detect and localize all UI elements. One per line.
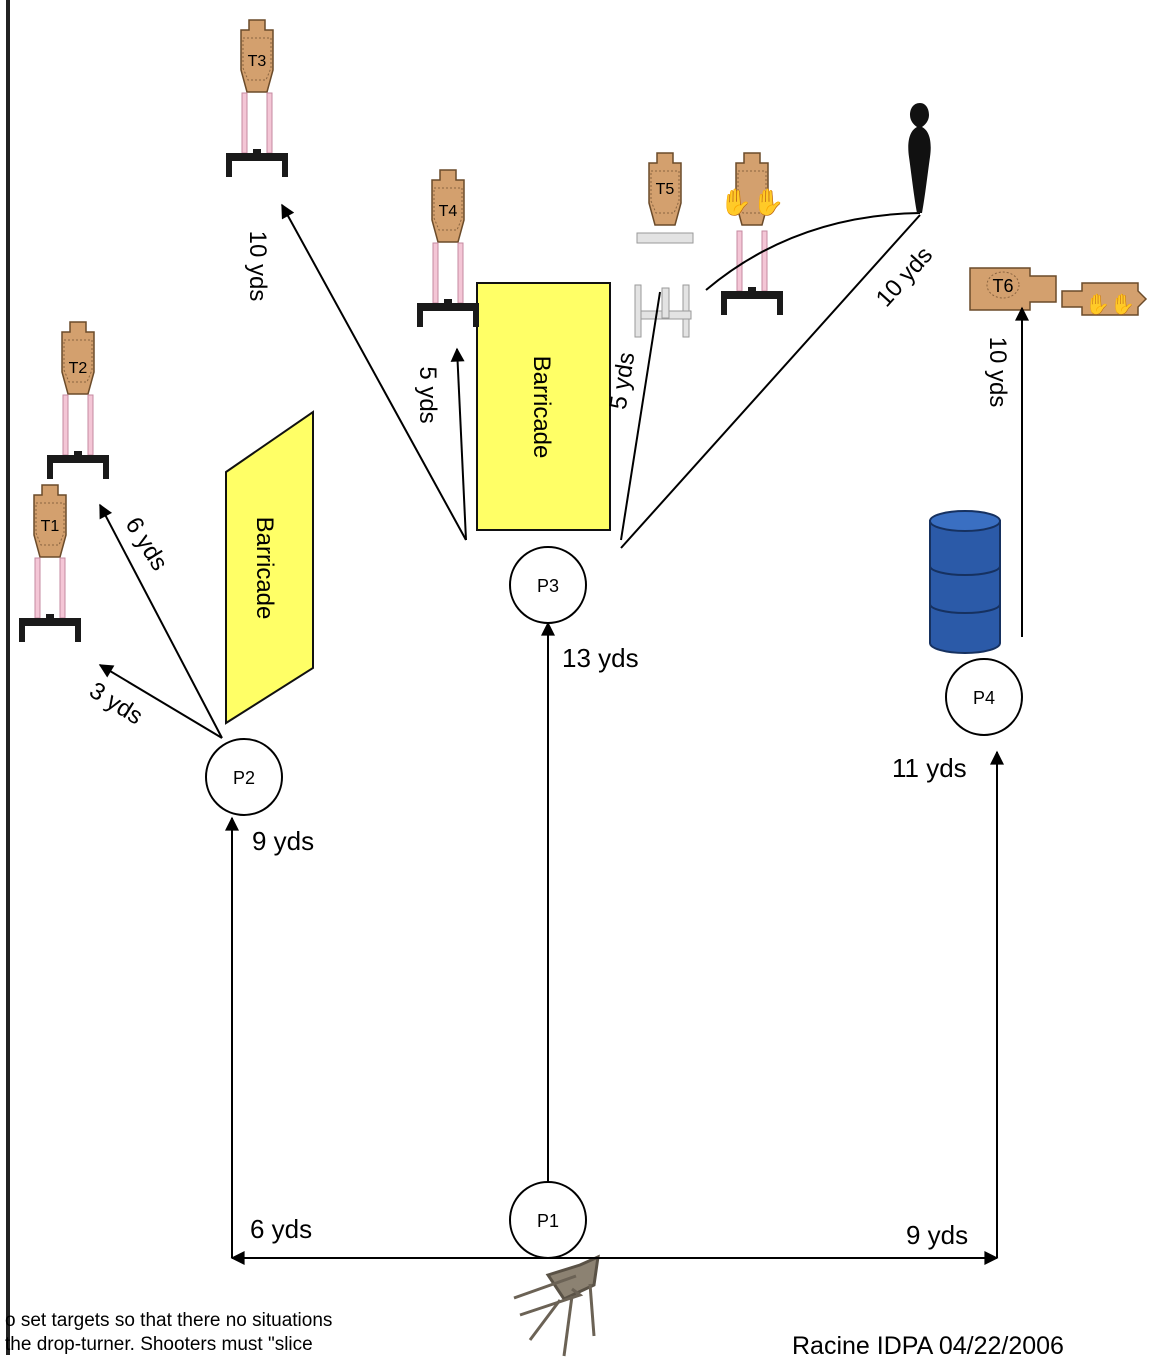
- target-t4: [417, 170, 479, 327]
- stage-notes-line-2: the drop-turner. Shooters must "slice: [5, 1334, 313, 1356]
- svg-text:✋✋: ✋✋: [1085, 292, 1135, 316]
- svg-text:✋✋: ✋✋: [720, 187, 785, 217]
- position-p3-label: P3: [537, 576, 559, 596]
- target-t1: [19, 485, 81, 642]
- target-t6-label: T6: [992, 276, 1013, 296]
- position-p4-label: P4: [973, 688, 995, 708]
- barrel: [930, 511, 1000, 653]
- distance-p1-left: 6 yds: [250, 1214, 312, 1244]
- distance-p2-t1: 3 yds: [84, 677, 147, 730]
- target-t3-label: T3: [248, 53, 267, 70]
- line-p3-turner: [621, 215, 920, 548]
- target-t2: [47, 322, 109, 479]
- target-t1-label: T1: [41, 518, 60, 535]
- distance-p3: 13 yds: [562, 643, 639, 673]
- footer-credit: Racine IDPA 04/22/2006: [792, 1332, 1064, 1360]
- distance-p3-turner: 10 yds: [871, 242, 938, 313]
- position-p1: P1: [510, 1182, 586, 1258]
- distance-p4: 11 yds: [892, 753, 967, 783]
- position-p3: P3: [510, 547, 586, 623]
- left-frame-border: [6, 0, 10, 1355]
- target-t2-label: T2: [69, 360, 88, 377]
- line-p3-t4: [457, 349, 466, 540]
- drop-turner-silhouette: [908, 103, 930, 213]
- position-p2-label: P2: [233, 768, 255, 788]
- target-t5-label: T5: [656, 181, 675, 198]
- distance-p3-t3: 10 yds: [244, 231, 271, 302]
- distance-p3-t4: 5 yds: [414, 366, 441, 423]
- no-shoot-target-t6: ✋✋: [1062, 283, 1146, 316]
- folding-chair: [514, 1257, 598, 1356]
- stage-notes-line-1: o set targets so that there no situation…: [5, 1310, 332, 1332]
- position-p4: P4: [946, 659, 1022, 735]
- distance-p1-right: 9 yds: [906, 1220, 968, 1250]
- distance-p2: 9 yds: [252, 826, 314, 856]
- target-t3: [226, 20, 288, 177]
- position-p1-label: P1: [537, 1211, 559, 1231]
- position-p2: P2: [206, 739, 282, 815]
- barricade-center-label: Barricade: [528, 356, 555, 459]
- no-shoot-target-hands: ✋✋: [720, 153, 785, 315]
- distance-p4-t6: 10 yds: [984, 337, 1011, 408]
- distance-p2-t2: 6 yds: [120, 513, 173, 576]
- barricade-left-label: Barricade: [251, 517, 278, 620]
- target-t4-label: T4: [439, 203, 458, 220]
